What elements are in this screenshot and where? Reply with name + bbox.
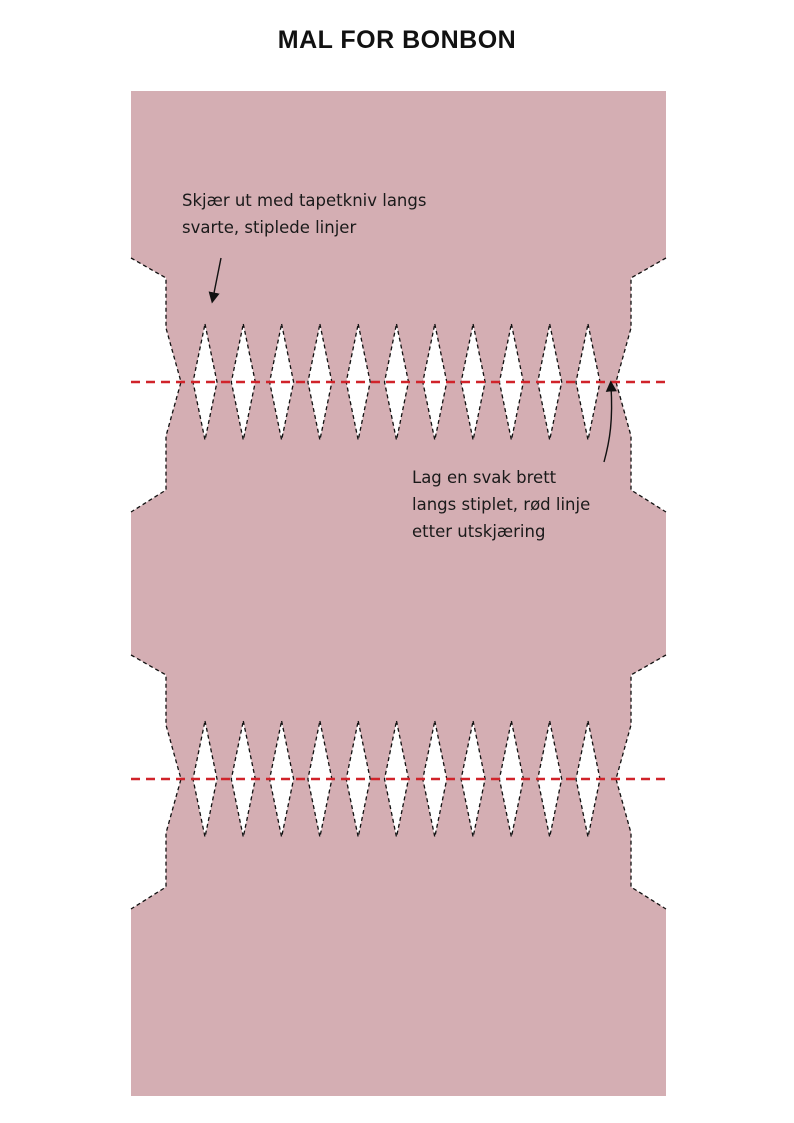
left-cutout-fill xyxy=(131,655,181,909)
page-title: MAL FOR BONBON xyxy=(277,26,517,54)
diamond-cut-hole xyxy=(537,323,563,441)
paper-sheet xyxy=(131,91,666,1096)
diamond-cut-hole xyxy=(383,720,410,838)
diamond-cut-hole xyxy=(537,720,563,838)
fold-note-line: Lag en svak brett xyxy=(412,468,557,487)
cut-instruction-note: Skjær ut med tapetkniv langs svarte, sti… xyxy=(182,187,426,241)
fold-note-arrow xyxy=(603,380,617,463)
fold-note-line: langs stiplet, rød linje xyxy=(412,495,591,514)
diamond-cut-hole xyxy=(460,720,486,838)
right-cutout-fill xyxy=(616,655,666,909)
cut-note-line: Skjær ut med tapetkniv langs xyxy=(182,191,427,210)
cut-note-arrow xyxy=(208,257,222,304)
left-cutout-fill xyxy=(131,258,181,512)
diamond-cut-hole xyxy=(192,323,218,441)
diamond-cut-hole xyxy=(460,323,486,441)
fold-instruction-note: Lag en svak brett langs stiplet, rød lin… xyxy=(412,464,590,545)
right-cutout-fill xyxy=(616,258,666,512)
diamond-cut-hole xyxy=(383,323,410,441)
cut-note-line: svarte, stiplede linjer xyxy=(182,218,357,237)
fold-note-line: etter utskjæring xyxy=(412,522,546,541)
diamond-cut-hole xyxy=(192,720,218,838)
